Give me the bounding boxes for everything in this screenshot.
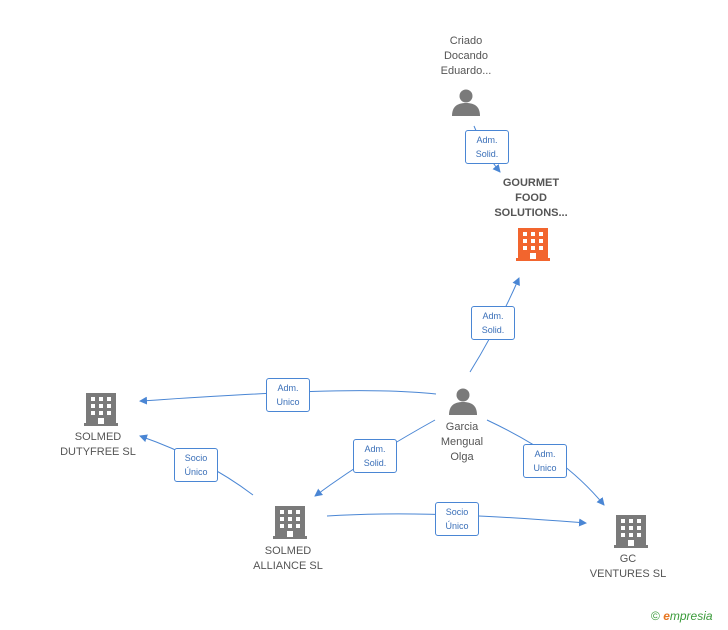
building-icon-gc[interactable] [614, 515, 648, 548]
node-label-line: GOURMET [502, 177, 560, 189]
node-label-line: Olga [450, 451, 474, 463]
node-label-gourmet[interactable]: GOURMET FOOD SOLUTIONS... [478, 176, 584, 221]
node-label-gc[interactable]: GC VENTURES SL [576, 552, 680, 582]
edge-label-line: Adm. [482, 311, 504, 321]
edge-label-line: Adm. [534, 449, 556, 459]
node-label-garcia[interactable]: Garcia Mengual Olga [420, 420, 504, 465]
edge-label-line: Unico [276, 397, 300, 407]
empresia-logo: © empresia [651, 609, 713, 623]
building-icon-gourmet[interactable] [516, 228, 550, 261]
person-icon[interactable] [452, 89, 480, 117]
node-label-alliance[interactable]: SOLMED ALLIANCE SL [236, 544, 340, 574]
node-label-line: Criado [449, 35, 483, 47]
copyright-icon: © [651, 609, 660, 623]
edge-label-line: Adm. [364, 444, 386, 454]
node-label-line: GC [619, 553, 637, 565]
node-label-criado[interactable]: Criado Docando Eduardo... [424, 34, 508, 79]
edge-label-alliance-gc[interactable]: Socio Único [435, 502, 479, 536]
brand-e: e [663, 609, 670, 623]
edge-label-line: Adm. [476, 135, 498, 145]
edge-label-line: Único [184, 467, 208, 477]
node-label-line: Eduardo... [440, 65, 492, 77]
edge-label-line: Socio [445, 507, 469, 517]
edge-label-line: Socio [184, 453, 208, 463]
node-label-line: SOLUTIONS... [494, 207, 568, 219]
node-label-line: Garcia [445, 421, 479, 433]
edge-label-garcia-alliance[interactable]: Adm. Solid. [353, 439, 397, 473]
edge-label-line: Adm. [277, 383, 299, 393]
node-label-line: DUTYFREE SL [60, 446, 136, 458]
edge-label-line: Solid. [481, 325, 505, 335]
edge-label-line: Solid. [363, 458, 387, 468]
node-label-line: ALLIANCE SL [253, 560, 323, 572]
node-label-line: SOLMED [264, 545, 312, 557]
edge-label-line: Único [445, 521, 469, 531]
edge-label-garcia-gc[interactable]: Adm. Unico [523, 444, 567, 478]
building-icon-dutyfree[interactable] [84, 393, 118, 426]
edge-label-line: Solid. [475, 149, 499, 159]
node-label-dutyfree[interactable]: SOLMED DUTYFREE SL [46, 430, 150, 460]
edge-label-line: Unico [533, 463, 557, 473]
node-label-line: SOLMED [74, 431, 122, 443]
brand-name: mpresia [669, 609, 713, 623]
edge-label-garcia-dutyfree[interactable]: Adm. Unico [266, 378, 310, 412]
node-label-line: Mengual [440, 436, 484, 448]
node-label-line: Docando [443, 50, 489, 62]
edge-label-criado-gourmet[interactable]: Adm. Solid. [465, 130, 509, 164]
edge-label-alliance-dutyfree[interactable]: Socio Único [174, 448, 218, 482]
edge-label-garcia-gourmet[interactable]: Adm. Solid. [471, 306, 515, 340]
node-label-line: FOOD [515, 192, 547, 204]
person-icon[interactable] [449, 388, 477, 416]
building-icon-alliance[interactable] [273, 506, 307, 539]
node-label-line: VENTURES SL [589, 568, 667, 580]
